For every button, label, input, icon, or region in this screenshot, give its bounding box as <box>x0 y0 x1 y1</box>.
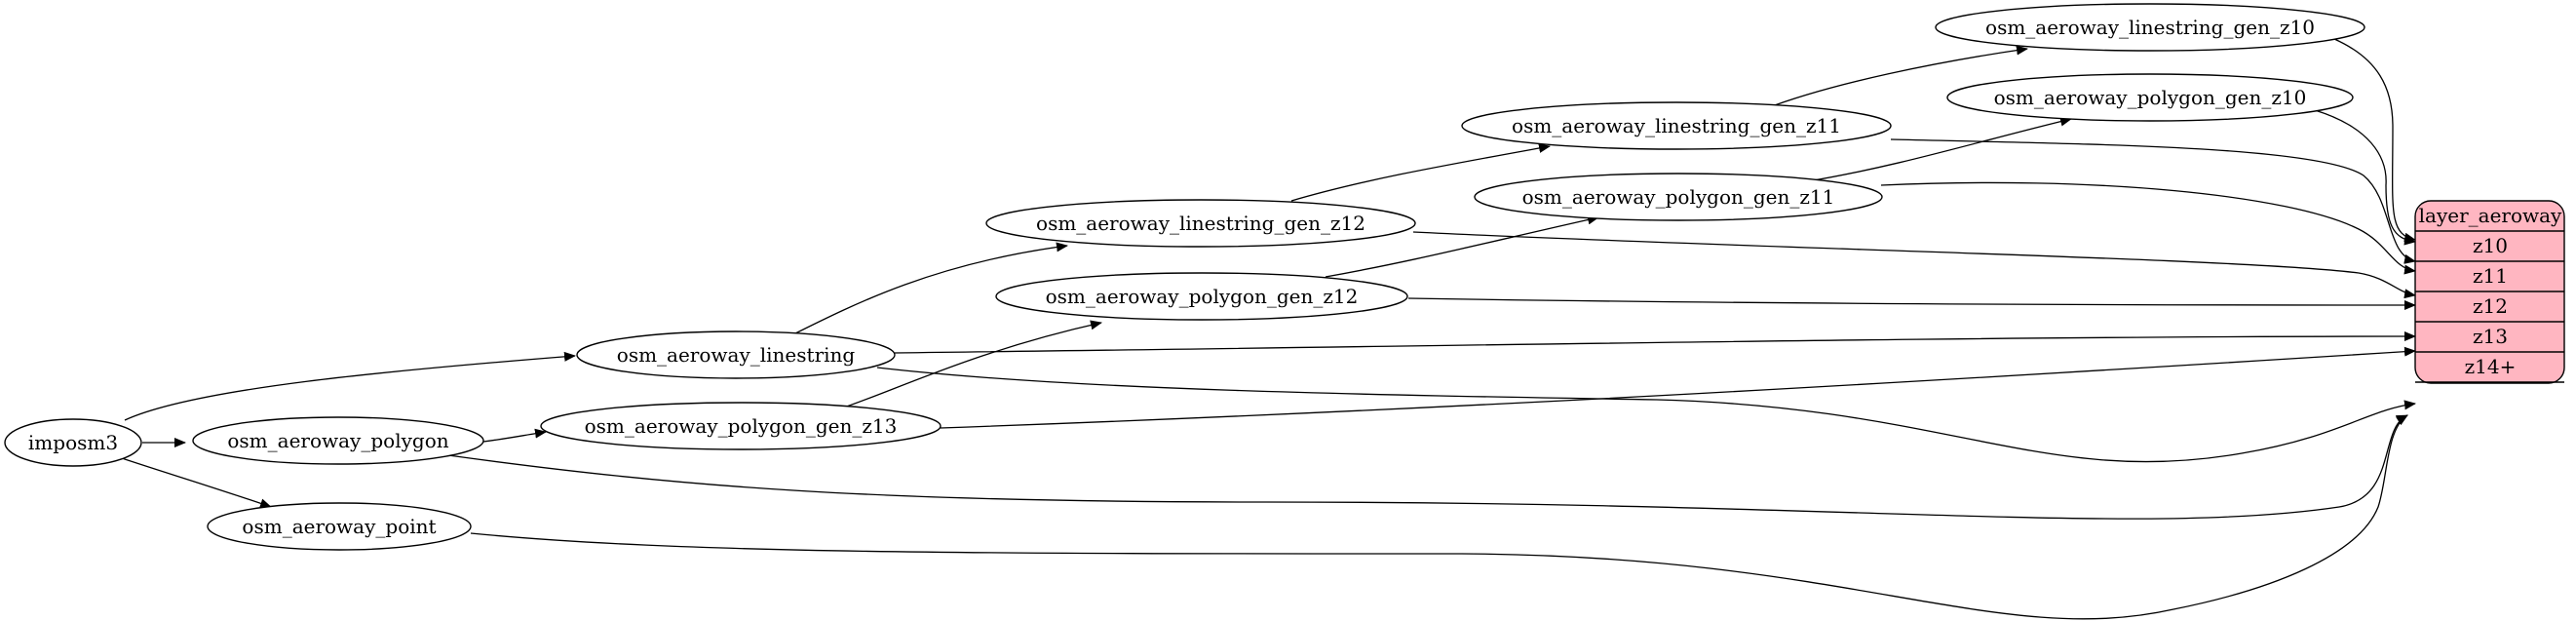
edge-osm-aeroway-linestring-gen-z11-to-layer-z11 <box>1890 138 2416 264</box>
layer-field-z11: z11 <box>2473 264 2508 288</box>
layer-field-z10: z10 <box>2473 234 2508 257</box>
node-osm-aeroway-polygon-gen-z12[interactable]: osm_aeroway_polygon_gen_z12 <box>995 272 1408 321</box>
layer-aeroway-title: layer_aeroway <box>2419 204 2562 227</box>
node-label-osm-aeroway-polygon-gen-z10: osm_aeroway_polygon_gen_z10 <box>1994 86 2307 109</box>
edge-osm-aeroway-polygon-gen-z13-to-osm-aeroway-polygon-gen-z12 <box>837 320 1102 410</box>
node-label-osm-aeroway-linestring-gen-z10: osm_aeroway_linestring_gen_z10 <box>1985 16 2315 39</box>
layer-field-z12: z12 <box>2473 294 2508 318</box>
edge-osm-aeroway-polygon-gen-z11-to-osm-aeroway-polygon-gen-z10 <box>1807 116 2072 182</box>
node-imposm3[interactable]: imposm3 <box>4 418 142 467</box>
edge-osm-aeroway-polygon-to-layer-z14 <box>447 414 2408 520</box>
edge-osm-aeroway-polygon-gen-z11-to-layer-z11 <box>1880 181 2416 275</box>
node-label-osm-aeroway-polygon: osm_aeroway_polygon <box>227 429 448 452</box>
node-label-osm-aeroway-polygon-gen-z13: osm_aeroway_polygon_gen_z13 <box>585 414 898 438</box>
node-osm-aeroway-linestring[interactable]: osm_aeroway_linestring <box>576 330 896 379</box>
node-label-imposm3: imposm3 <box>28 431 118 454</box>
node-label-osm-aeroway-linestring-gen-z12: osm_aeroway_linestring_gen_z12 <box>1036 212 1365 235</box>
node-label-osm-aeroway-polygon-gen-z11: osm_aeroway_polygon_gen_z11 <box>1522 185 1835 209</box>
edge-osm-aeroway-point-to-layer-z14 <box>470 414 2408 620</box>
node-osm-aeroway-polygon-gen-z13[interactable]: osm_aeroway_polygon_gen_z13 <box>540 402 942 450</box>
node-label-osm-aeroway-linestring: osm_aeroway_linestring <box>617 343 856 367</box>
node-osm-aeroway-linestring-gen-z11[interactable]: osm_aeroway_linestring_gen_z11 <box>1461 101 1892 150</box>
node-layer-aeroway[interactable]: layer_aeroway z10 z11 z12 z13 z14+ <box>2414 200 2565 384</box>
edge-osm-aeroway-polygon-gen-z10-to-layer-z10 <box>2314 109 2416 246</box>
node-label-osm-aeroway-polygon-gen-z12: osm_aeroway_polygon_gen_z12 <box>1046 285 1359 308</box>
node-label-osm-aeroway-linestring-gen-z11: osm_aeroway_linestring_gen_z11 <box>1512 114 1841 137</box>
node-osm-aeroway-linestring-gen-z12[interactable]: osm_aeroway_linestring_gen_z12 <box>985 199 1416 248</box>
edge-osm-aeroway-linestring-to-layer-z13 <box>894 331 2416 354</box>
layer-field-z13: z13 <box>2473 325 2508 348</box>
edge-osm-aeroway-linestring-to-osm-aeroway-linestring-gen-z12 <box>788 242 1068 337</box>
edge-osm-aeroway-linestring-gen-z11-to-osm-aeroway-linestring-gen-z10 <box>1763 45 2028 110</box>
layer-field-z14plus: z14+ <box>2465 355 2517 378</box>
edge-osm-aeroway-linestring-to-layer-z14 <box>876 367 2416 463</box>
edge-osm-aeroway-linestring-gen-z12-to-layer-z12 <box>1412 231 2416 299</box>
edge-osm-aeroway-linestring-gen-z12-to-osm-aeroway-linestring-gen-z11 <box>1290 143 1551 202</box>
node-osm-aeroway-linestring-gen-z10[interactable]: osm_aeroway_linestring_gen_z10 <box>1935 3 2365 52</box>
edge-imposm3-to-osm-aeroway-linestring <box>124 351 576 421</box>
edge-osm-aeroway-linestring-gen-z10-to-layer-z10 <box>2333 38 2416 243</box>
node-label-osm-aeroway-point: osm_aeroway_point <box>242 515 436 538</box>
node-osm-aeroway-point[interactable]: osm_aeroway_point <box>207 502 472 551</box>
edge-osm-aeroway-polygon-to-osm-aeroway-polygon-gen-z13 <box>482 428 547 443</box>
node-osm-aeroway-polygon[interactable]: osm_aeroway_polygon <box>192 416 484 465</box>
node-osm-aeroway-polygon-gen-z11[interactable]: osm_aeroway_polygon_gen_z11 <box>1474 173 1883 221</box>
edge-osm-aeroway-polygon-gen-z12-to-layer-z12 <box>1407 297 2416 310</box>
edges <box>121 38 2416 620</box>
node-osm-aeroway-polygon-gen-z10[interactable]: osm_aeroway_polygon_gen_z10 <box>1946 73 2354 122</box>
edge-osm-aeroway-polygon-gen-z13-to-layer-z13 <box>940 346 2416 429</box>
edge-osm-aeroway-polygon-gen-z12-to-osm-aeroway-polygon-gen-z11 <box>1325 214 1599 278</box>
edge-imposm3-to-osm-aeroway-point <box>121 457 272 509</box>
